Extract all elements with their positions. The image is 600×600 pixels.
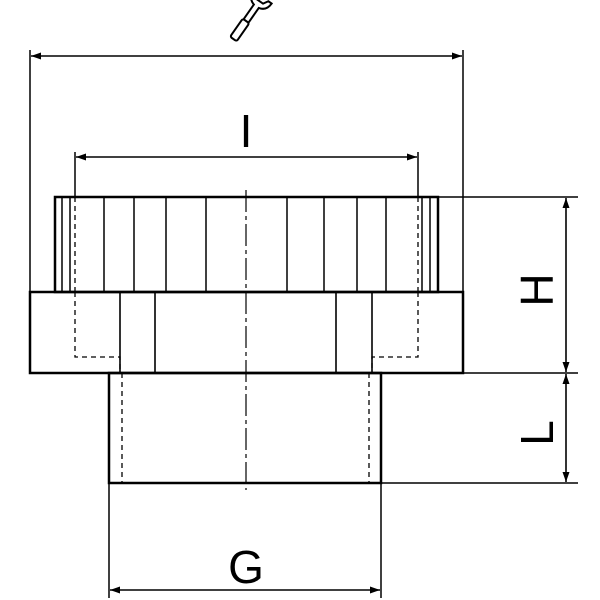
dimension-i <box>74 152 419 197</box>
dimension-l <box>381 374 578 484</box>
thread-hidden-lines <box>121 373 370 483</box>
hidden-bore-lines <box>74 292 419 373</box>
dimension-across-flats <box>29 50 464 292</box>
knurl-ribs <box>61 197 431 292</box>
shank-outline <box>107 371 383 485</box>
thread-length-label: L <box>511 420 563 446</box>
inner-diameter-label: I <box>240 105 253 157</box>
knurl-hidden-edges <box>74 197 419 292</box>
dimension-h <box>438 196 578 374</box>
open-end-wrench-icon <box>229 0 274 42</box>
threaded-shank <box>107 371 383 485</box>
thread-label: G <box>228 541 264 593</box>
dimension-g <box>108 483 382 598</box>
height-label: H <box>511 273 563 306</box>
